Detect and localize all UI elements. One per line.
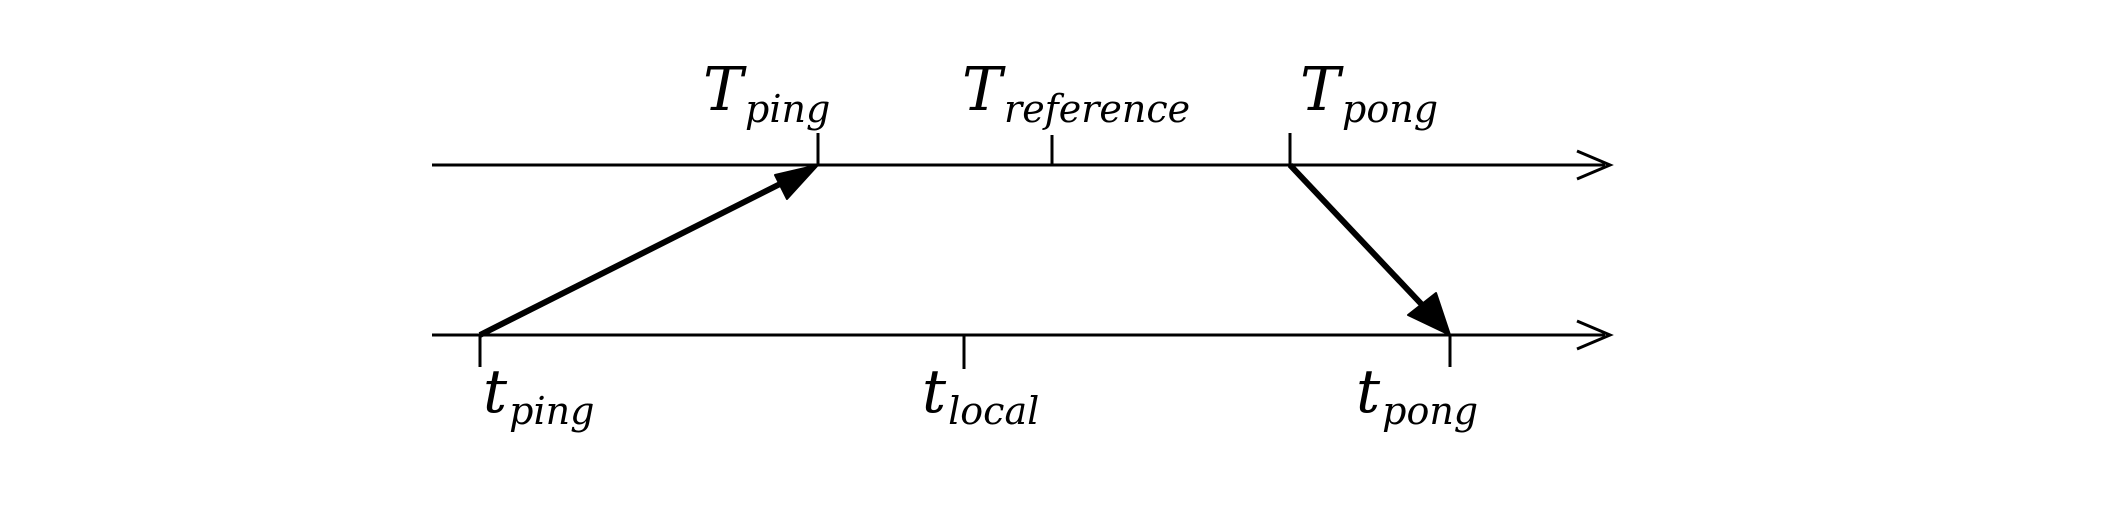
label-T-pong: Tpong bbox=[1300, 55, 1438, 131]
upper-timeline bbox=[432, 133, 1614, 181]
lower-timeline-arrowhead bbox=[1576, 319, 1614, 351]
ping-message-arrow bbox=[478, 164, 819, 338]
label-T-reference: Treference bbox=[962, 55, 1190, 131]
upper-timeline-arrowhead bbox=[1576, 149, 1614, 181]
label-t-pong: tpong bbox=[1356, 357, 1478, 433]
label-T-ping: Tping bbox=[703, 55, 830, 131]
label-t-ping: tping bbox=[483, 357, 594, 433]
pong-message-arrow bbox=[1287, 162, 1451, 336]
label-t-local: tlocal bbox=[922, 357, 1039, 433]
ping-arrowhead bbox=[774, 164, 819, 200]
lower-timeline bbox=[432, 319, 1614, 369]
pong-arrowhead bbox=[1407, 292, 1451, 336]
